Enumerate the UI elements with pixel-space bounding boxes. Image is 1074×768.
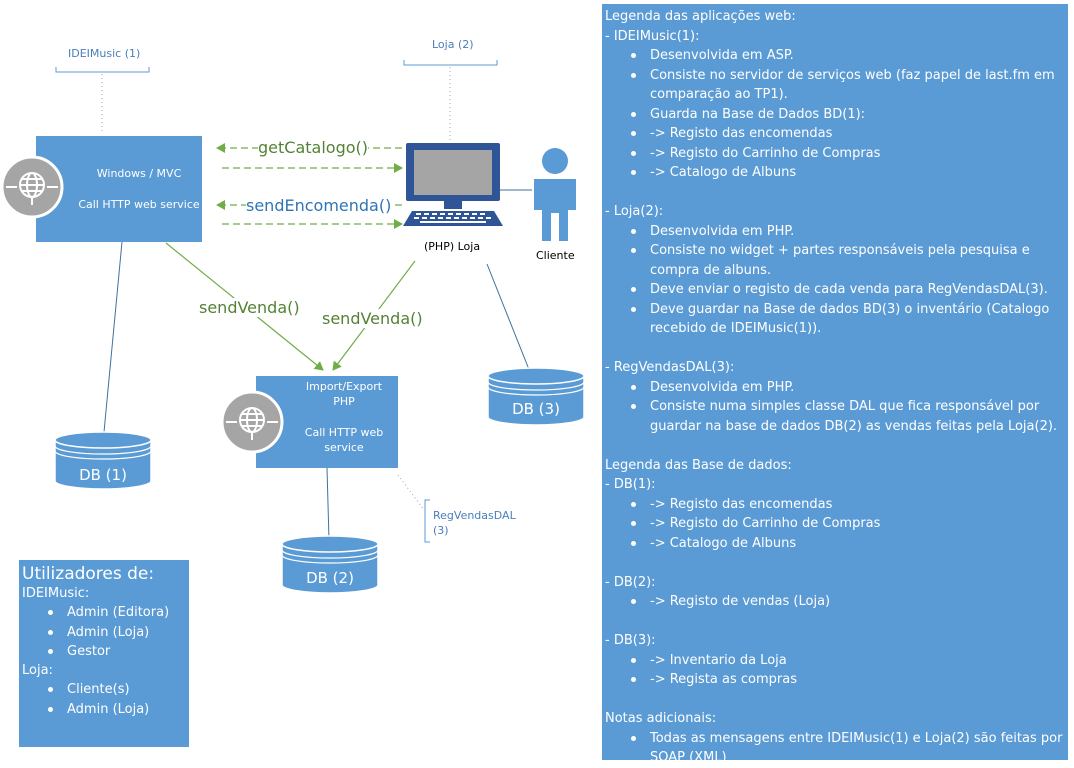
list-item: -> Registo do Carrinho de Compras	[602, 514, 1068, 534]
utilizadores-title: Utilizadores de:	[22, 564, 155, 584]
list-item: Admin (Loja)	[19, 700, 189, 719]
globe-icon	[220, 390, 284, 454]
list-item: -> Catalogo de Albuns	[602, 163, 1068, 183]
sendvenda-right-label: sendVenda()	[322, 309, 423, 328]
list-item-continuation: comparação ao TP1).	[650, 87, 788, 102]
list-item: -> Registo das encomendas	[602, 495, 1068, 515]
regvendas-tag: RegVendasDAL (3)	[433, 508, 516, 538]
list-item: Deve enviar o registo de cada venda para…	[602, 280, 1068, 300]
ideimusic-server-box[interactable]: Windows / MVC Call HTTP web service	[36, 136, 202, 242]
import-export-service-box[interactable]: Import/Export PHP Call HTTP web service	[256, 376, 398, 468]
regvendas-tag-leader	[397, 474, 425, 511]
legend-db3-header: - DB(3):	[605, 633, 656, 648]
db2-cylinder	[281, 535, 379, 594]
list-item-continuation: guardar na base de dados DB(2) as vendas…	[650, 418, 1058, 434]
list-item: -> Registo das encomendas	[602, 124, 1068, 144]
list-item: -> Registo de vendas (Loja)	[602, 592, 1068, 612]
legend-db1-header: - DB(1):	[605, 477, 656, 492]
db1-label: DB (1)	[79, 466, 127, 484]
regvendas-tag-bracket	[424, 499, 430, 543]
import-box-line1: Import/Export	[305, 380, 383, 393]
list-item: -> Inventario da Loja	[602, 651, 1068, 671]
list-item: -> Registo do Carrinho de Compras	[602, 144, 1068, 164]
cliente-label: Cliente	[536, 249, 575, 262]
list-item: -> Catalogo de Albuns	[602, 534, 1068, 554]
getcatalogo-label: getCatalogo()	[258, 138, 368, 157]
loja-tag: Loja (2)	[432, 38, 474, 51]
connector-import-db2	[326, 467, 330, 541]
list-item: Consiste no widget + partes responsáveis…	[602, 241, 1068, 261]
connector-ideimusic-db1	[103, 241, 123, 433]
legend-db2-header: - DB(2):	[605, 574, 656, 590]
list-item: -> Regista as compras	[602, 670, 1068, 690]
globe-icon	[0, 155, 64, 219]
utilizadores-group1: IDEIMusic:	[22, 586, 90, 601]
db1-cylinder	[54, 431, 152, 490]
utilizadores-group2: Loja:	[22, 663, 53, 679]
list-item-continuation: SOAP (XML)	[650, 750, 727, 765]
legend-notes-title: Notas adicionais:	[605, 711, 717, 726]
connector-loja-db3	[486, 263, 531, 373]
legend-db-title: Legenda das Base de dados:	[605, 457, 792, 473]
list-item: Consiste numa simples classe DAL que fic…	[602, 397, 1068, 417]
list-item: Todas as mensagens entre IDEIMusic(1) e …	[602, 729, 1068, 749]
list-item: Desenvolvida em PHP.	[602, 378, 1068, 398]
import-box-line2: PHP	[333, 395, 355, 408]
sendencomenda-label: sendEncomenda()	[246, 196, 392, 215]
person-icon	[534, 148, 576, 241]
ideimusic-box-line2: Call HTTP web service	[78, 198, 200, 211]
ideimusic-box-line1: Windows / MVC	[96, 167, 182, 180]
db3-cylinder	[487, 367, 585, 426]
sendvenda-left-label: sendVenda()	[199, 298, 300, 317]
legend-ideimusic-header: - IDEIMusic(1):	[605, 28, 700, 44]
import-box-line4: service	[324, 441, 364, 454]
list-item: Desenvolvida em PHP.	[602, 222, 1068, 242]
legend-title: Legenda das aplicações web:	[605, 9, 796, 24]
legend-loja-header: - Loja(2):	[605, 204, 664, 219]
computer-icon	[403, 143, 503, 226]
list-item: Admin (Loja)	[19, 623, 189, 642]
list-item-continuation: compra de albuns.	[650, 262, 772, 278]
import-box-line3: Call HTTP web	[304, 426, 384, 439]
list-item-continuation: recebido de IDEIMusic(1)).	[650, 321, 822, 336]
php-loja-label: (PHP) Loja	[424, 240, 481, 253]
list-item: Desenvolvida em ASP.	[602, 46, 1068, 66]
list-item: Guarda na Base de Dados BD(1):	[602, 105, 1068, 125]
list-item: Admin (Editora)	[19, 603, 189, 622]
legend-regvendas-header: - RegVendasDAL(3):	[605, 360, 735, 375]
architecture-diagram	[54, 60, 585, 594]
loja-tag-bracket	[403, 60, 498, 66]
list-item: Deve guardar na Base de dados BD(3) o in…	[602, 300, 1068, 320]
regvendas-tag-line1: RegVendasDAL	[433, 509, 516, 522]
list-item: Gestor	[19, 642, 189, 661]
regvendas-tag-line2: (3)	[433, 524, 449, 537]
db3-label: DB (3)	[512, 400, 560, 418]
list-item: Consiste no servidor de serviços web (fa…	[602, 66, 1068, 86]
legend-panel: Legenda das aplicações web: - IDEIMusic(…	[602, 4, 1068, 765]
db2-label: DB (2)	[306, 569, 354, 587]
ideimusic-tag-bracket	[55, 67, 150, 73]
list-item: Cliente(s)	[19, 680, 189, 699]
ideimusic-tag: IDEIMusic (1)	[68, 47, 141, 60]
utilizadores-panel: Utilizadores de: IDEIMusic: Admin (Edito…	[19, 560, 189, 747]
